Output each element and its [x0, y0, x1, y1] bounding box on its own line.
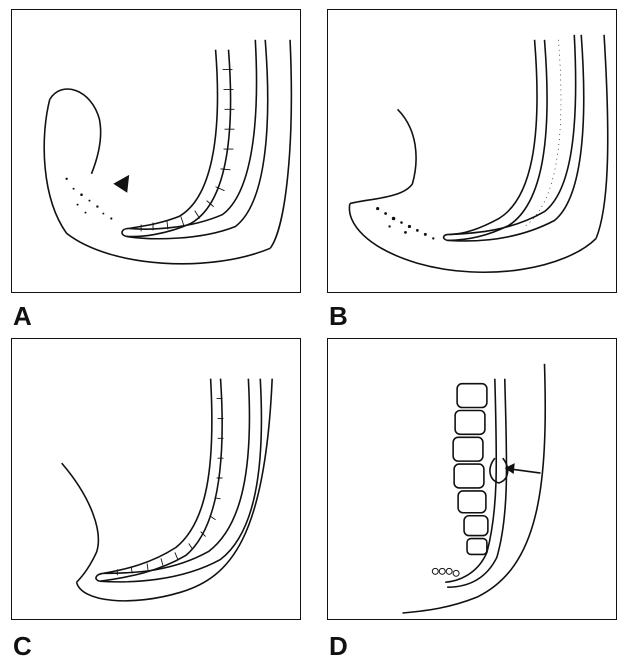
panel-d — [327, 338, 617, 620]
panel-c-label: C — [13, 633, 32, 659]
vertebra-6 — [464, 516, 488, 536]
panel-d-label: D — [329, 633, 348, 659]
vertebra-1 — [457, 384, 487, 408]
panel-b-drawing — [328, 10, 616, 292]
panel-a-drawing — [12, 10, 300, 292]
arrow-icon — [505, 463, 541, 474]
panel-a-label: A — [13, 303, 32, 329]
panel-c-drawing — [12, 339, 300, 619]
vertebra-3 — [453, 437, 483, 461]
vertebra-7 — [467, 539, 487, 555]
vertebra-4 — [454, 464, 484, 488]
panel-a — [11, 9, 301, 293]
arrowhead-icon — [113, 175, 129, 193]
panel-c — [11, 338, 301, 620]
panel-b-label: B — [329, 303, 348, 329]
panel-b — [327, 9, 617, 293]
panel-d-drawing — [328, 339, 616, 619]
vertebra-2 — [455, 410, 485, 434]
vertebra-5 — [458, 491, 486, 513]
